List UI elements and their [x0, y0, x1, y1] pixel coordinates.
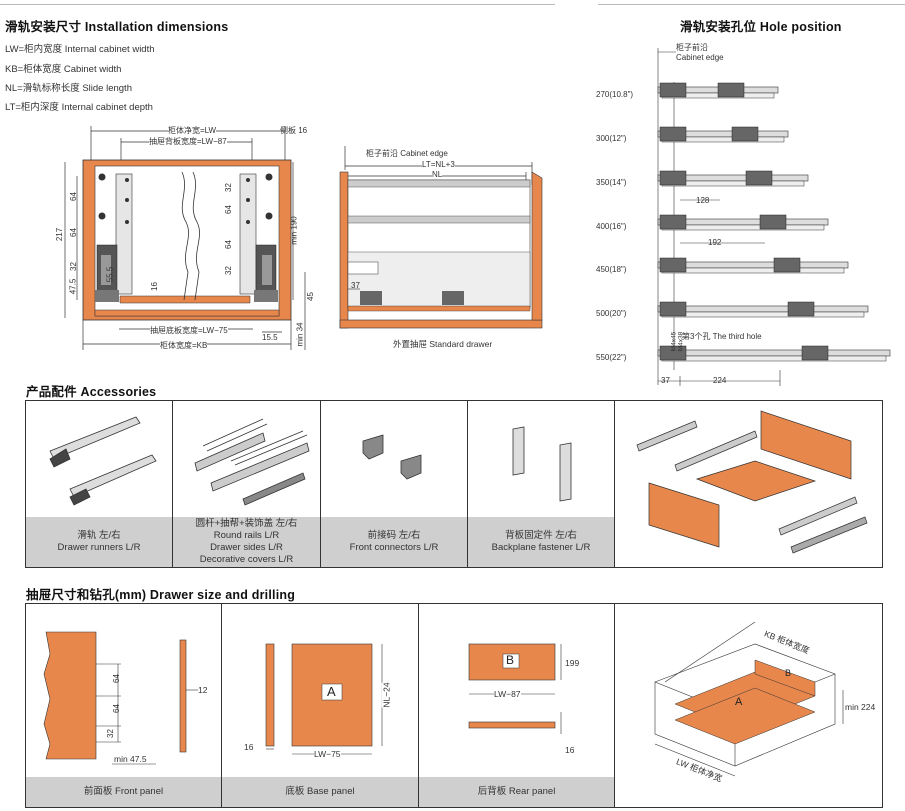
base-width: LW−75: [314, 749, 341, 759]
accessory-rails: 圆杆+抽帮+装饰盖 左/右 Round rails L/R Drawer sid…: [173, 401, 321, 567]
rear-thickness: 16: [565, 745, 575, 755]
hole-edge-en: Cabinet edge: [676, 53, 724, 62]
base-panel-cell: A LW−75 NL−24 16 底板 Base panel: [222, 604, 419, 807]
front-12: 12: [198, 685, 208, 695]
runner-row: [657, 126, 789, 143]
drawer-cabinet-edge: 柜子前沿 Cabinet edge: [366, 149, 448, 158]
runner-size-label: 270(10.8"): [596, 90, 634, 99]
hole-third: 第3个孔 The third hole: [682, 332, 762, 341]
rear-width: LW−87: [494, 689, 521, 699]
accessory-rails-en2: Drawer sides L/R: [210, 542, 283, 553]
base-thickness: 16: [244, 742, 254, 752]
base-panel-caption: 底板 Base panel: [222, 777, 418, 807]
drawer-37: 37: [351, 281, 360, 290]
accessories-title: 产品配件 Accessories: [26, 385, 157, 399]
drawer-caption: 外置抽屉 Standard drawer: [393, 339, 493, 349]
rear-panel-caption: 后背板 Rear panel: [419, 777, 614, 807]
front-min: min 47.5: [114, 754, 147, 764]
runner-row: [657, 214, 829, 231]
dim-bottom: 抽屉底板宽度=LW−75: [150, 325, 228, 336]
accessory-connectors: 前接码 左/右 Front connectors L/R: [321, 401, 468, 567]
drawer-lt: LT=NL+3: [422, 160, 455, 169]
runner-row: [657, 257, 849, 274]
drilling-table: 64 64 32 min 47.5 12 前面板 Front panel A L…: [25, 603, 883, 808]
accessory-rails-en1: Round rails L/R: [213, 530, 280, 541]
definition-nl: NL=滑轨标称长度 Slide length: [5, 83, 132, 94]
isometric-cell: KB 柜体宽度 LW 柜体净宽 min 224 A B: [615, 604, 884, 807]
runner-row: [657, 170, 809, 187]
drilling-title: 抽屉尺寸和钻孔(mm) Drawer size and drilling: [26, 588, 296, 602]
hole-37: 37: [661, 376, 670, 385]
front-panel-cell: 64 64 32 min 47.5 12 前面板 Front panel: [26, 604, 222, 807]
accessory-runners-cn: 滑轨 左/右: [77, 530, 121, 541]
dim-backplane: 抽屉背板宽度=LW−87: [149, 136, 227, 147]
accessory-runners-en: Drawer runners L/R: [57, 542, 141, 553]
runner-size-label: 550(22"): [596, 353, 627, 362]
accessory-rails-en3: Decorative covers L/R: [199, 554, 294, 565]
runner-row: [657, 345, 891, 362]
rear-height: 199: [565, 658, 580, 668]
installation-title: 滑轨安装尺寸 Installation dimensions: [5, 20, 229, 34]
front-panel-caption: 前面板 Front panel: [26, 777, 221, 807]
hole-192: 192: [708, 238, 722, 247]
runner-row: [657, 301, 869, 318]
accessory-connectors-en: Front connectors L/R: [349, 542, 439, 553]
accessory-runners: 滑轨 左/右 Drawer runners L/R: [26, 401, 173, 567]
iso-a: A: [735, 696, 743, 708]
front-32: 32: [105, 729, 115, 738]
drawer-nl: NL: [432, 170, 443, 179]
iso-b: B: [785, 668, 792, 678]
rear-panel-cell: B LW−87 199 16 后背板 Rear panel: [419, 604, 615, 807]
accessory-backplane-cn: 背板固定件 左/右: [505, 530, 577, 541]
dim-lw: 柜体净宽=LW: [168, 125, 217, 136]
definition-kb: KB=柜体宽度 Cabinet width: [5, 64, 122, 75]
accessory-exploded-view: [615, 401, 884, 567]
accessory-connectors-cn: 前接码 左/右: [367, 530, 421, 541]
dim-side-panel: 侧板 16: [280, 126, 308, 135]
dim-kb: 柜体宽度=KB: [160, 340, 208, 351]
dim-15-5: 15.5: [262, 333, 278, 342]
front-64a: 64: [111, 674, 121, 683]
accessory-rails-cn: 圆杆+抽帮+装饰盖 左/右: [195, 518, 298, 529]
front-64b: 64: [111, 704, 121, 713]
top-divider-right: [598, 4, 905, 5]
definition-lt: LT=柜内深度 Internal cabinet depth: [5, 102, 153, 113]
runner-row: [657, 82, 779, 99]
hole-128: 128: [696, 196, 710, 205]
runner-size-label: 350(14"): [596, 178, 627, 187]
runner-size-label: 450(18"): [596, 265, 627, 274]
accessory-backplane: 背板固定件 左/右 Backplane fastener L/R: [468, 401, 615, 567]
iso-min: min 224: [845, 702, 876, 712]
hole-edge-cn: 柜子前沿: [676, 43, 708, 52]
definition-lw: LW=柜内宽度 Internal cabinet width: [5, 44, 155, 55]
base-letter: A: [327, 684, 336, 699]
runner-size-label: 300(12"): [596, 134, 627, 143]
runner-size-label: 500(20"): [596, 309, 627, 318]
runner-size-label: 400(16"): [596, 222, 627, 231]
rear-letter: B: [506, 653, 515, 667]
accessories-table: 滑轨 左/右 Drawer runners L/R 圆杆+抽帮+装饰盖 左/右 …: [25, 400, 883, 568]
top-divider-left: [0, 4, 555, 5]
hole-224: 224: [713, 376, 727, 385]
accessory-backplane-en: Backplane fastener L/R: [491, 542, 591, 553]
hole-title: 滑轨安装孔位 Hole position: [680, 20, 842, 34]
base-height: NL−24: [381, 682, 392, 708]
